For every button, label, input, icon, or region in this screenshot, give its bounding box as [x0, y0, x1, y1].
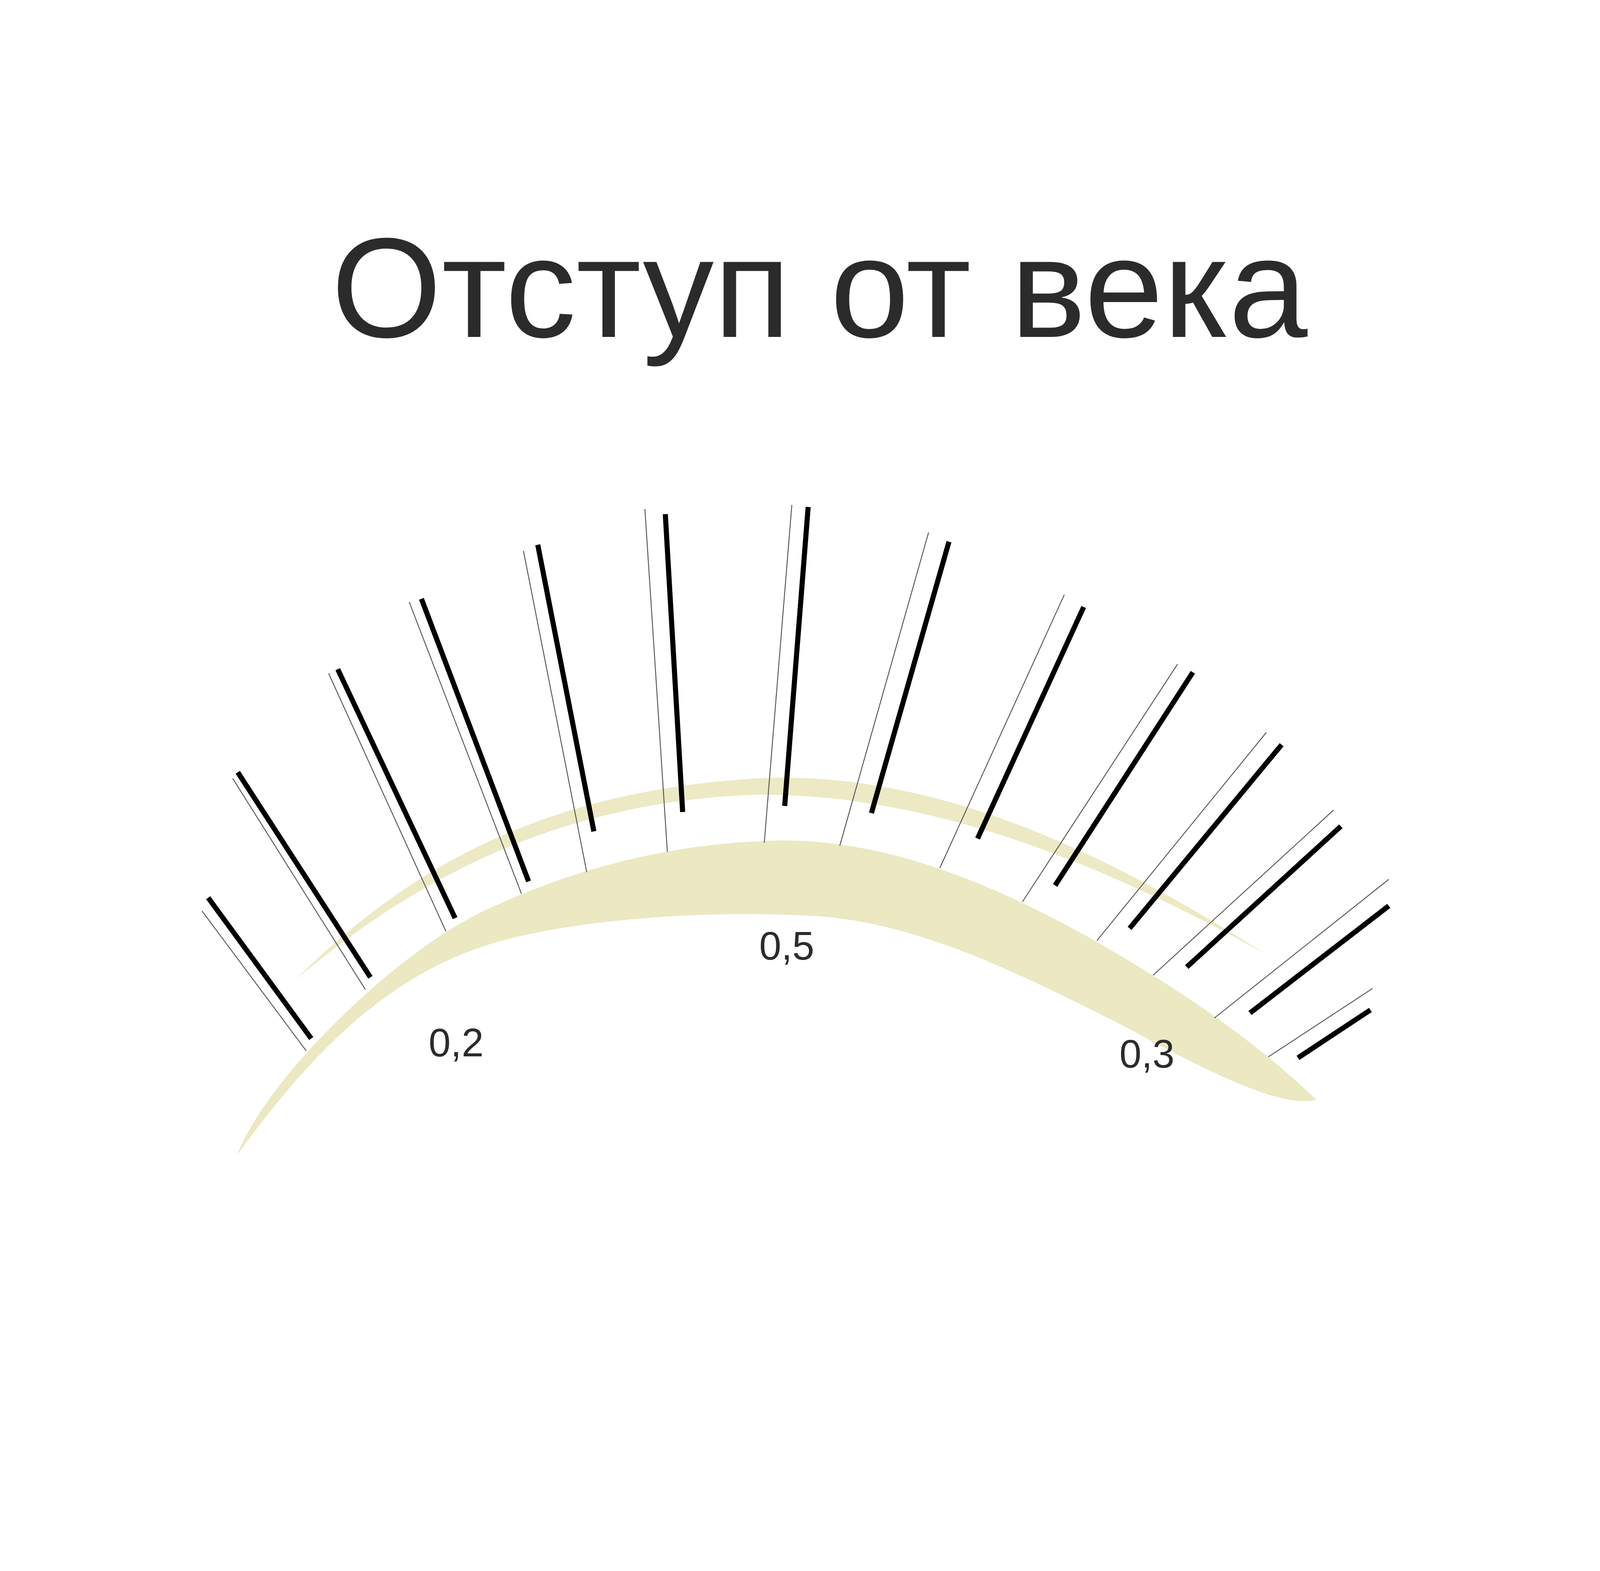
diagram-title: Отступ от века	[331, 216, 1308, 359]
extension-lashes	[208, 506, 1389, 1058]
eyelid-shape	[236, 840, 1317, 1156]
offset-value: 0,2	[428, 1022, 484, 1063]
offset-value: 0,5	[759, 926, 815, 966]
natural-lashes	[201, 505, 1389, 1058]
offset-value: 0,3	[1119, 1034, 1175, 1074]
